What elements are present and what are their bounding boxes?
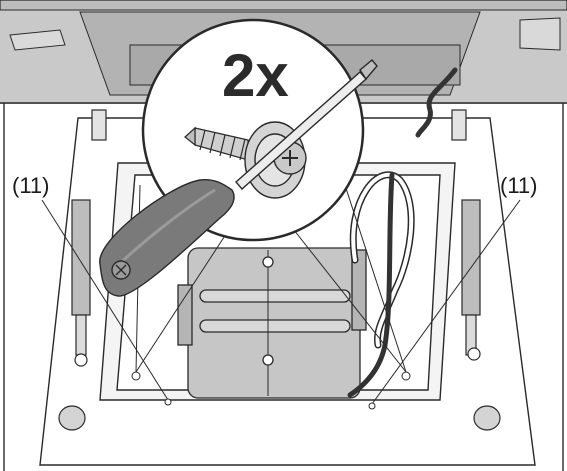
- gas-strut-right: [451, 109, 481, 361]
- cable-loop: [347, 67, 458, 398]
- multiplier-label: 2x: [222, 42, 289, 109]
- motor-unit: [177, 247, 367, 399]
- gas-strut-left: [71, 109, 107, 367]
- screw-hole-markers: [131, 371, 411, 410]
- feet: [58, 405, 501, 431]
- callout-right-label: (11): [500, 173, 538, 198]
- callout-left-label: (11): [12, 173, 50, 198]
- screwdriver-icon: [99, 59, 378, 297]
- screw-icon: [184, 126, 249, 161]
